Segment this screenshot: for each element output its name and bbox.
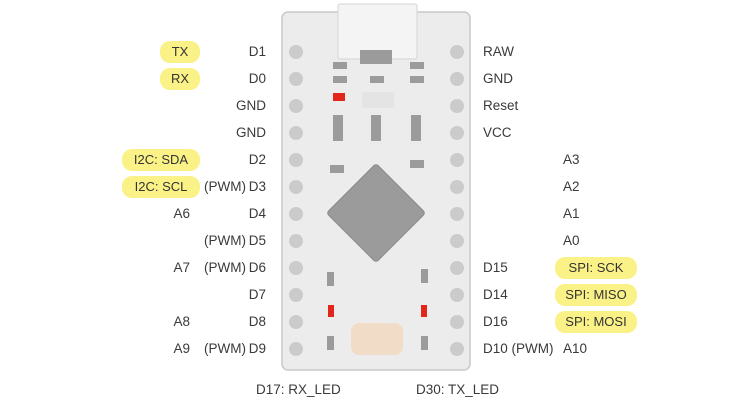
- right-pin-function-highlight: SPI: SCK: [555, 257, 637, 279]
- smd-component: [333, 62, 347, 69]
- right-header-pin: [450, 342, 464, 356]
- microcontroller-chip: [327, 164, 425, 262]
- left-pin-function-highlight: RX: [160, 68, 200, 90]
- right-pin-analog-label: A1: [563, 206, 580, 221]
- left-pin-label: GND: [236, 98, 266, 113]
- right-pin-analog-label: A10: [563, 341, 588, 356]
- smd-component: [371, 115, 381, 141]
- right-pin-label: RAW: [483, 44, 514, 59]
- right-pin-function-highlight: SPI: MOSI: [555, 311, 637, 333]
- left-pin-pwm-label: (PWM): [204, 179, 246, 194]
- smd-component: [333, 76, 347, 83]
- left-pin-label: D9: [248, 341, 266, 356]
- smd-component: [421, 336, 428, 350]
- left-header-pin: [289, 126, 303, 140]
- right-pin-label: GND: [483, 71, 513, 86]
- smd-component: [333, 115, 343, 141]
- left-pin-label: D7: [248, 287, 266, 302]
- right-pin-analog-label: A2: [563, 179, 580, 194]
- smd-component: [410, 76, 424, 83]
- right-pin-label: D14: [483, 287, 508, 302]
- left-header-pin: [289, 261, 303, 275]
- left-header-pin: [289, 207, 303, 221]
- led: [328, 305, 334, 317]
- left-pin-analog-label: A9: [173, 341, 190, 356]
- left-header-pin: [289, 342, 303, 356]
- right-header-pin: [450, 207, 464, 221]
- left-pin-label: D1: [248, 44, 266, 59]
- right-header-pin: [450, 99, 464, 113]
- smd-component: [410, 62, 424, 69]
- right-pin-analog-label: A0: [563, 233, 580, 248]
- left-header-pin: [289, 153, 303, 167]
- left-header-pin: [289, 288, 303, 302]
- left-pin-analog-label: A6: [173, 206, 190, 221]
- right-pin-label: D15: [483, 260, 508, 275]
- right-pin-function-highlight: SPI: MISO: [555, 284, 637, 306]
- smd-component: [421, 269, 428, 283]
- left-pin-function-highlight: I2C: SCL: [122, 176, 200, 198]
- bottom-label-rx-led: D17: RX_LED: [256, 382, 341, 397]
- right-header-pin: [450, 288, 464, 302]
- smd-component: [360, 50, 392, 64]
- right-header-pin: [450, 234, 464, 248]
- led: [333, 93, 345, 101]
- left-pin-pwm-label: (PWM): [204, 260, 246, 275]
- right-header-pin: [450, 72, 464, 86]
- right-header-pin: [450, 45, 464, 59]
- left-pin-label: D4: [248, 206, 266, 221]
- left-pin-function-highlight: I2C: SDA: [122, 149, 200, 171]
- header-pins: [289, 45, 464, 356]
- left-header-pin: [289, 99, 303, 113]
- left-pin-label: D6: [248, 260, 266, 275]
- left-header-pin: [289, 72, 303, 86]
- left-pin-label: D5: [248, 233, 266, 248]
- left-header-pin: [289, 45, 303, 59]
- smd-component: [330, 165, 344, 173]
- left-pin-analog-label: A7: [173, 260, 190, 275]
- left-pin-label: D8: [248, 314, 266, 329]
- smd-component: [327, 272, 334, 286]
- smd-component: [362, 92, 394, 108]
- left-pin-label: D0: [248, 71, 266, 86]
- left-pin-pwm-label: (PWM): [204, 341, 246, 356]
- right-pin-label: VCC: [483, 125, 512, 140]
- left-pin-label: GND: [236, 125, 266, 140]
- left-header-pin: [289, 315, 303, 329]
- left-header-pin: [289, 234, 303, 248]
- right-header-pin: [450, 153, 464, 167]
- smd-component: [327, 336, 334, 350]
- smd-component: [411, 115, 421, 141]
- smd-component: [410, 160, 424, 168]
- right-pin-analog-label: A3: [563, 152, 580, 167]
- right-header-pin: [450, 126, 464, 140]
- left-pin-label: D2: [248, 152, 266, 167]
- right-header-pin: [450, 261, 464, 275]
- right-header-pin: [450, 315, 464, 329]
- bottom-label-tx-led: D30: TX_LED: [416, 382, 500, 397]
- right-pin-label: Reset: [483, 98, 519, 113]
- smd-component: [370, 76, 384, 83]
- right-pin-label: D10 (PWM): [483, 341, 554, 356]
- left-pin-label: D3: [248, 179, 266, 194]
- right-pin-label: D16: [483, 314, 508, 329]
- left-pin-analog-label: A8: [173, 314, 190, 329]
- right-header-pin: [450, 180, 464, 194]
- left-header-pin: [289, 180, 303, 194]
- smd-components: [327, 50, 428, 350]
- left-pin-pwm-label: (PWM): [204, 233, 246, 248]
- reset-button: [351, 323, 403, 355]
- led: [421, 305, 427, 317]
- left-pin-function-highlight: TX: [160, 41, 200, 63]
